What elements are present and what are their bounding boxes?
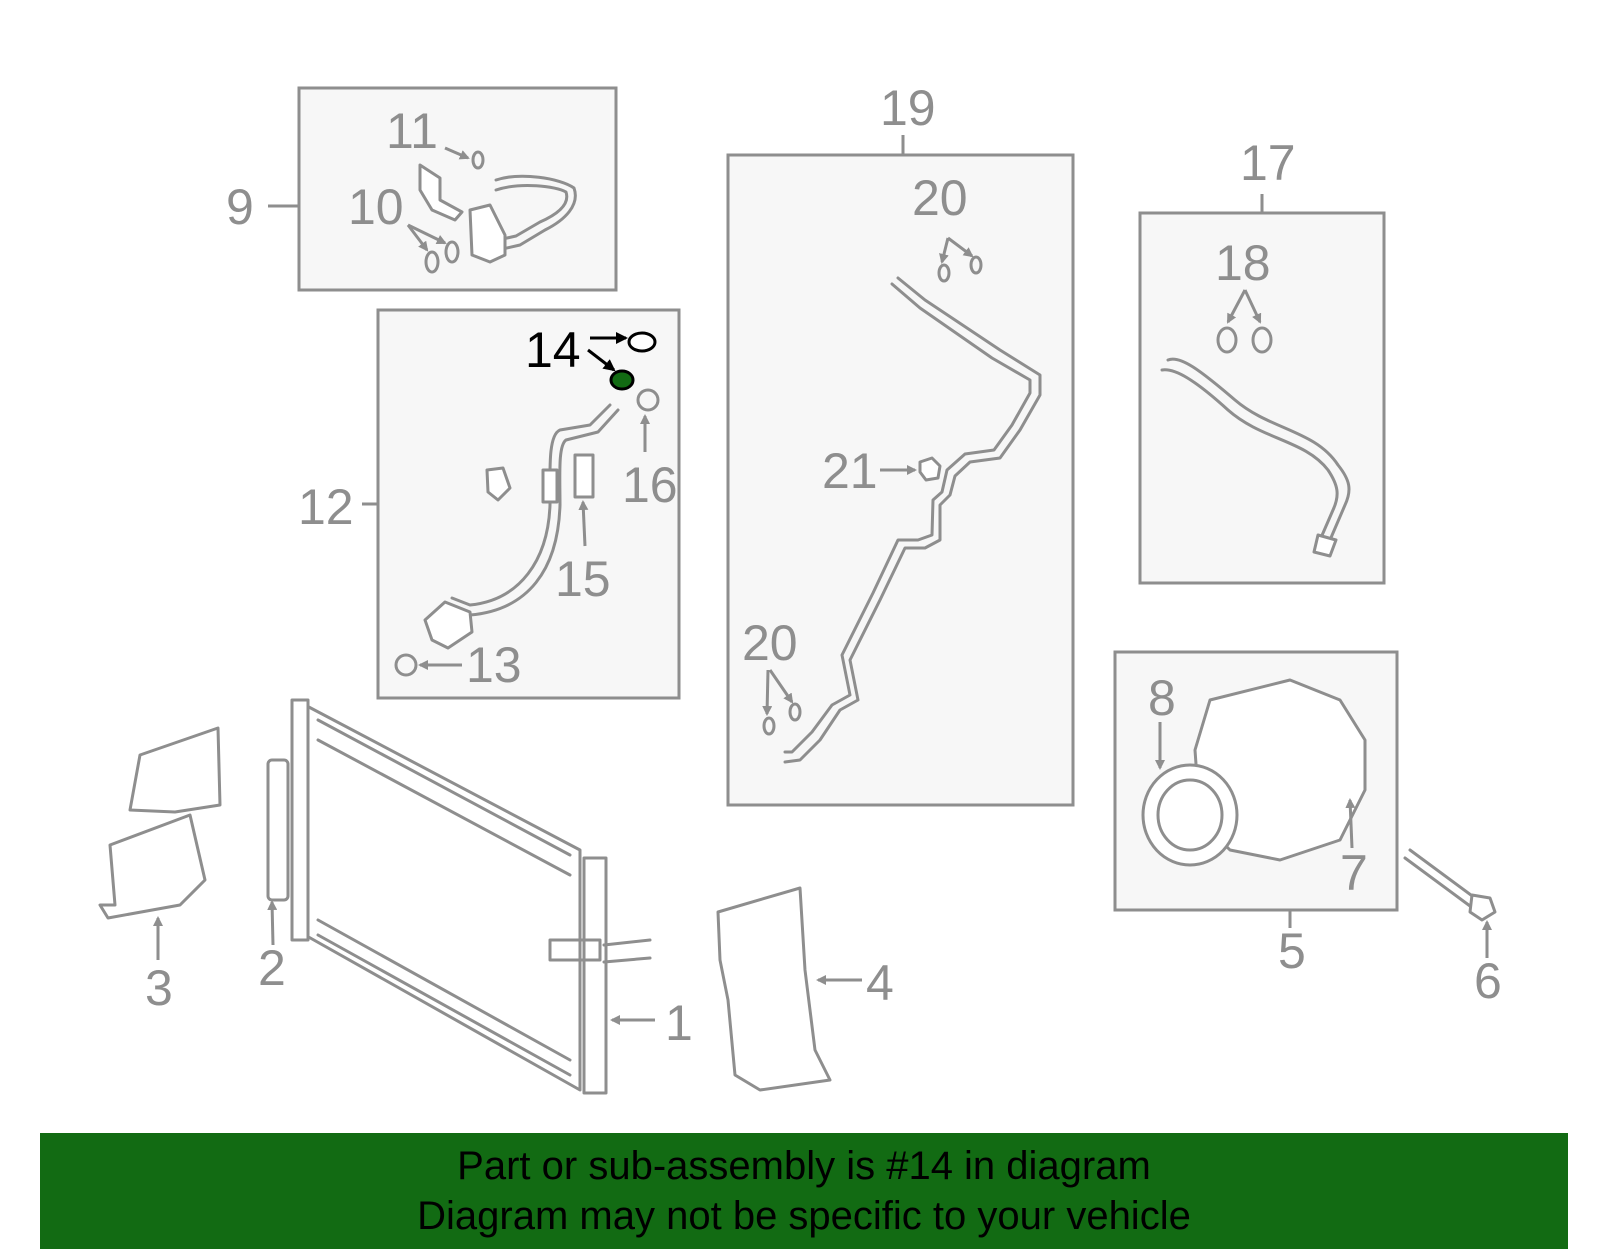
box-5-compressor: [1113, 650, 1399, 928]
info-banner: Part or sub-assembly is #14 in diagram D…: [40, 1133, 1568, 1249]
callout-8: 8: [1148, 670, 1176, 726]
callout-13: 13: [466, 637, 522, 693]
callout-7: 7: [1340, 845, 1368, 901]
callout-6: 6: [1474, 953, 1502, 1009]
part-3-air-guide: [98, 726, 222, 960]
callout-19: 19: [880, 80, 936, 136]
callout-4: 4: [866, 955, 894, 1011]
callout-3: 3: [145, 960, 173, 1016]
banner-line-2: Diagram may not be specific to your vehi…: [417, 1194, 1191, 1238]
callout-12: 12: [298, 479, 354, 535]
box-9-hose-assembly: [268, 86, 618, 292]
callout-20-bottom: 20: [742, 615, 798, 671]
box-17-discharge-pipe: [1138, 194, 1386, 585]
callout-14: 14: [525, 322, 581, 378]
callout-10: 10: [348, 179, 404, 235]
callout-20-top: 20: [912, 170, 968, 226]
callout-11: 11: [386, 103, 438, 159]
callout-9: 9: [226, 179, 254, 235]
callout-1: 1: [665, 995, 693, 1051]
part-4-air-guide: [716, 886, 862, 1092]
callout-16: 16: [622, 457, 678, 513]
part-6-bolt: [1403, 848, 1497, 958]
callout-18: 18: [1215, 235, 1271, 291]
callout-17: 17: [1240, 135, 1296, 191]
callout-15: 15: [555, 551, 611, 607]
callout-5: 5: [1278, 923, 1306, 979]
callout-21: 21: [822, 443, 878, 499]
callout-2: 2: [258, 940, 286, 996]
banner-line-1: Part or sub-assembly is #14 in diagram: [457, 1144, 1151, 1188]
part-2-receiver-drier: [266, 758, 290, 946]
part-1-condenser: [290, 698, 655, 1095]
box-19-liquid-line: [726, 135, 1075, 807]
part-14-o-rings: [587, 331, 657, 391]
